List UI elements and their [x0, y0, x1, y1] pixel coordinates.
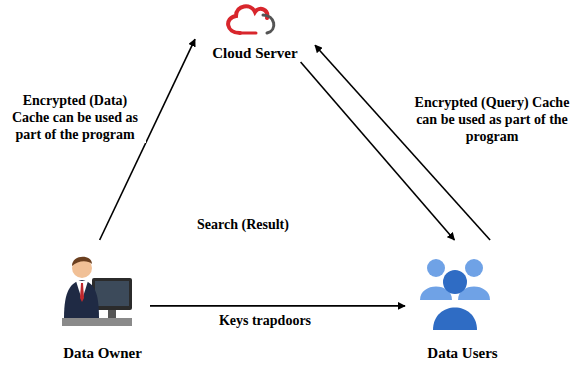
- edge-label-text: Encrypted (Data) Cache can be used as pa…: [12, 93, 138, 142]
- arrow-connector: [150, 305, 405, 307]
- edge-label-text: Keys trapdoors: [219, 313, 311, 328]
- edge-label: Encrypted (Query) Cache can be used as p…: [408, 94, 576, 145]
- owner-icon: [62, 257, 132, 326]
- actor-node: Data Owner: [55, 240, 150, 362]
- label-text: Search (Result): [197, 217, 289, 232]
- node-name: Data Users: [427, 344, 497, 362]
- node-name: Cloud Server: [212, 44, 297, 62]
- edge-label: Encrypted (Data) Cache can be used as pa…: [4, 92, 146, 143]
- actor-node: Cloud Server: [195, 2, 315, 62]
- actor-node: Data Users: [405, 240, 520, 362]
- free-label: Search (Result): [178, 216, 308, 233]
- node-name: Data Owner: [63, 344, 142, 362]
- edge-label: Keys trapdoors: [200, 312, 330, 329]
- cloud-icon: [228, 6, 274, 33]
- edge-label-text: Encrypted (Query) Cache can be used as p…: [415, 95, 570, 144]
- arrow-connector: [301, 62, 455, 240]
- users-icon: [420, 259, 490, 330]
